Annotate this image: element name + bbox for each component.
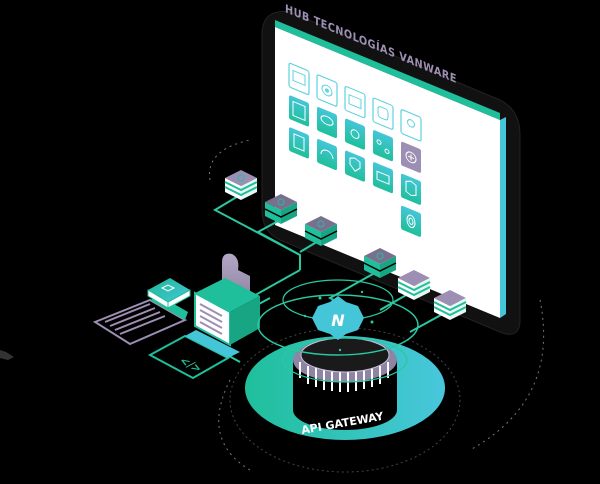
package-box[interactable] — [147, 278, 191, 309]
user-terminal[interactable] — [194, 253, 260, 347]
svg-text:N: N — [331, 311, 345, 330]
server-stack-5[interactable] — [397, 270, 431, 300]
hub-screen: HUB TECNOLOGÍAS VANWARE — [261, 2, 521, 335]
server-stack-6[interactable] — [433, 290, 467, 320]
tile-cube[interactable] — [401, 173, 421, 205]
tile-laptop-location[interactable] — [373, 162, 393, 194]
api-gateway[interactable]: N API GATEWAY — [229, 279, 461, 473]
tile-map-pin[interactable] — [400, 109, 422, 142]
sparkle-dots — [303, 290, 374, 352]
tile-sidebar-layout[interactable] — [289, 95, 309, 127]
tile-train[interactable] — [372, 97, 394, 130]
tile-target[interactable] — [316, 74, 338, 107]
tile-network-nodes[interactable] — [373, 130, 393, 162]
tile-fingerprint[interactable] — [401, 205, 421, 237]
tile-image[interactable] — [344, 86, 366, 119]
gear-logo-icon: N — [312, 296, 364, 340]
tile-headset[interactable] — [317, 138, 337, 171]
tile-code-file[interactable] — [289, 127, 309, 159]
tile-shield-check[interactable] — [345, 150, 365, 182]
server-stack-4[interactable] — [363, 248, 397, 278]
server-stack-2[interactable] — [264, 194, 298, 224]
tile-circuit-brain[interactable] — [345, 118, 365, 150]
server-stack-1[interactable] — [224, 170, 258, 200]
server-stack-3[interactable] — [304, 216, 338, 246]
dashed-orbits — [209, 139, 545, 471]
tile-cloud-network[interactable] — [317, 106, 337, 139]
tile-window-chart[interactable] — [288, 62, 310, 96]
hub-icon-grid — [288, 62, 422, 237]
code-tag-panel[interactable]: </> — [147, 330, 240, 380]
tile-plus-circle[interactable] — [401, 141, 421, 173]
partial-shape — [0, 350, 14, 360]
